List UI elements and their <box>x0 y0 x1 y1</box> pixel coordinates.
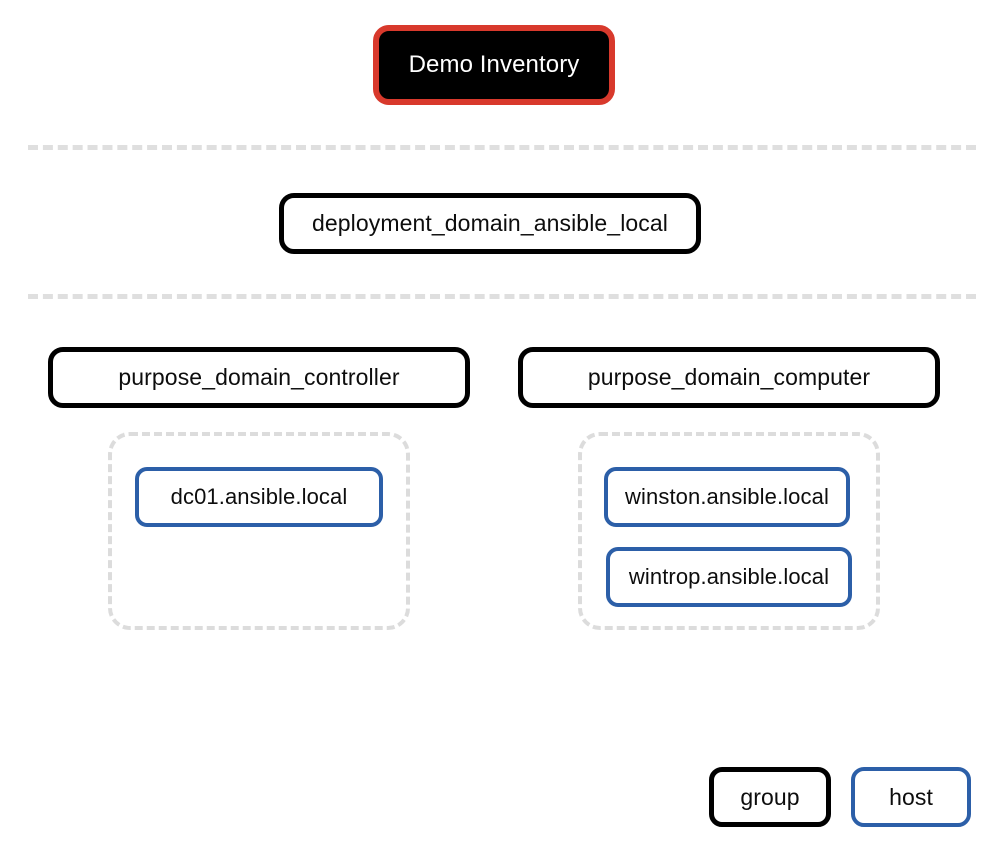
separator-level-2 <box>28 294 976 299</box>
group-node-purpose-domain-controller[interactable]: purpose_domain_controller <box>48 347 470 408</box>
group-node-purpose-domain-computer[interactable]: purpose_domain_computer <box>518 347 940 408</box>
host-node-dc01-ansible-local[interactable]: dc01.ansible.local <box>135 467 383 527</box>
group-node-label: deployment_domain_ansible_local <box>311 210 668 236</box>
group-node-label: purpose_domain_controller <box>118 364 400 390</box>
host-node-wintrop-ansible-local[interactable]: wintrop.ansible.local <box>606 547 852 607</box>
group-node-deployment-domain-ansible-local[interactable]: deployment_domain_ansible_local <box>279 193 701 254</box>
host-cluster-domain-computer <box>578 432 880 630</box>
host-cluster-domain-controller <box>108 432 410 630</box>
inventory-root-label: Demo Inventory <box>408 51 580 78</box>
separator-level-1 <box>28 145 976 150</box>
inventory-root-node[interactable]: Demo Inventory <box>373 25 615 105</box>
host-node-label: wintrop.ansible.local <box>628 564 830 589</box>
legend-item-group: group <box>709 767 831 827</box>
host-node-winston-ansible-local[interactable]: winston.ansible.local <box>604 467 850 527</box>
host-node-label: winston.ansible.local <box>625 484 829 509</box>
group-node-label: purpose_domain_computer <box>587 364 871 390</box>
legend-item-label: host <box>889 783 933 810</box>
legend-item-label: group <box>740 783 800 810</box>
host-node-label: dc01.ansible.local <box>170 484 348 509</box>
legend-item-host: host <box>851 767 971 827</box>
